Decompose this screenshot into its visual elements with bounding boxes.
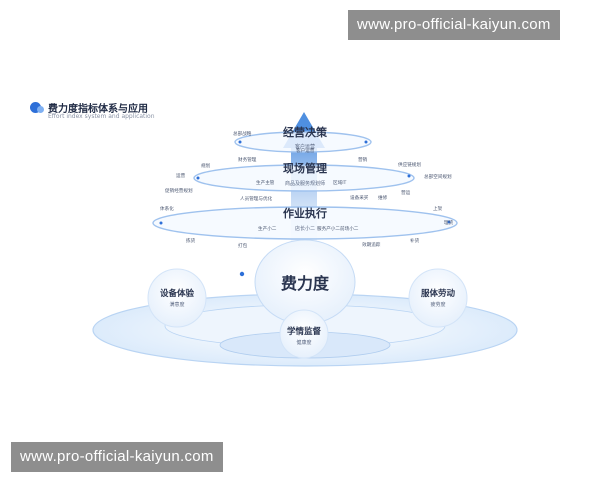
tag: 总部空间规划 <box>424 173 452 180</box>
left-bubble-subtitle: 满意度 <box>169 301 184 308</box>
tag: 维修 <box>378 194 388 201</box>
tag: 营运 <box>401 189 411 196</box>
tag: 前场小二 <box>340 225 359 232</box>
core-title: 费力度 <box>281 274 330 293</box>
bottom-bubble <box>279 309 329 359</box>
tag: 财务管理 <box>238 156 257 163</box>
level-top-title: 经营决策 <box>283 125 328 139</box>
level-middle-subtitle: 商品及服务规划师 <box>285 180 325 187</box>
tag: 服务产小二 <box>317 225 340 232</box>
tag: 拣货 <box>186 237 196 244</box>
tag: 理货 <box>444 219 454 226</box>
ring-dot <box>159 221 163 225</box>
tag: 效期追踪 <box>362 241 381 248</box>
bottom-bubble-subtitle: 健康度 <box>296 339 311 346</box>
left-bubble <box>147 268 207 328</box>
right-bubble <box>408 268 468 328</box>
ring-dot <box>364 140 368 144</box>
tag: 体系化 <box>160 205 174 212</box>
tag: 促销经营规划 <box>165 187 193 194</box>
section-title: 费力度指标体系与应用 <box>48 104 148 115</box>
tag: 上架 <box>433 205 443 212</box>
tag: 设备采买 <box>350 194 369 201</box>
tag: 打包 <box>238 242 248 249</box>
ring-dots <box>159 140 451 277</box>
ring-dot <box>239 271 245 277</box>
tag: 生产小二 <box>258 225 277 232</box>
tag: 生产主管 <box>256 179 275 186</box>
right-bubble-subtitle: 疲劳度 <box>430 301 445 308</box>
tag: 规划 <box>201 162 211 169</box>
level-middle-title: 现场管理 <box>283 161 327 175</box>
level-bottom-subtitle: 店长小二 <box>295 225 315 232</box>
watermark-top: www.pro-official-kaiyun.com <box>348 10 560 40</box>
ring-bottom <box>152 206 458 240</box>
ring-top <box>234 131 372 153</box>
tag: 补货 <box>410 237 420 244</box>
ring-dot <box>407 174 411 178</box>
section-subtitle: Effort index system and application <box>48 113 155 120</box>
watermark-bottom: www.pro-official-kaiyun.com <box>11 442 223 472</box>
ring-dot <box>238 140 242 144</box>
bottom-bubble-title: 学情监督 <box>287 326 322 337</box>
level-top-subtitle: 客户运营 <box>295 143 315 150</box>
tag: 营销 <box>358 156 368 163</box>
ring-middle <box>193 164 415 192</box>
left-bubble-title: 设备体验 <box>160 288 195 299</box>
tag: 供应链规划 <box>398 161 421 168</box>
ring-dot <box>196 176 200 180</box>
level-bottom-title: 作业执行 <box>283 206 327 220</box>
header-icon-accent <box>37 106 44 113</box>
right-bubble-title: 服体劳动 <box>421 288 456 299</box>
tag: 人员管理与优化 <box>240 195 273 202</box>
header-icon <box>30 102 41 113</box>
ring-dot <box>447 220 451 224</box>
tag: 运营 <box>176 172 186 179</box>
tag: 客户运营 <box>296 147 315 154</box>
tag: 区域IT <box>333 179 347 186</box>
tag: 总部战略 <box>233 130 252 137</box>
